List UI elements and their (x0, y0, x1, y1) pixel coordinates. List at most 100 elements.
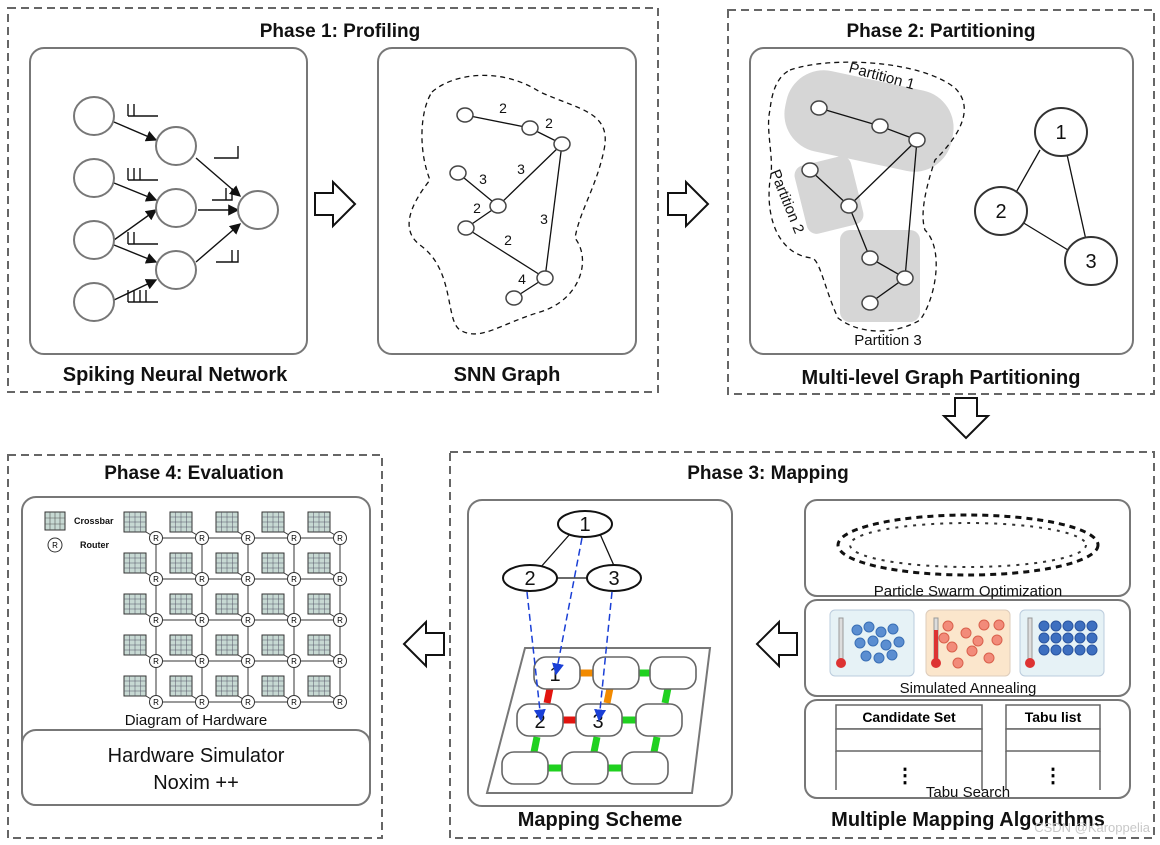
crossbar-tile (215, 634, 249, 662)
snn-caption: Spiking Neural Network (63, 364, 288, 386)
candidate-set-header: Candidate Set (862, 709, 956, 725)
graph-node (457, 220, 475, 236)
core-tile (621, 751, 669, 785)
router-letter: R (337, 534, 343, 543)
graph-node (871, 118, 889, 134)
graph-node (801, 162, 819, 178)
watermark: CSDN @Karoppelia (1034, 820, 1151, 835)
core-label: 3 (592, 711, 603, 733)
task-node (586, 564, 642, 592)
edge-weights: 2 2 3 3 2 3 2 4 (473, 100, 553, 287)
coarse-node-label: 2 (995, 201, 1006, 223)
phase-1-panel: Phase 1: Profiling (7, 7, 659, 393)
coarse-graph: 1 2 3 (974, 107, 1118, 286)
router-letter: R (291, 657, 297, 666)
graph-node (810, 100, 828, 116)
router-letter: R (291, 616, 297, 625)
swarm-icon (836, 513, 1100, 577)
router-node: R (149, 613, 163, 627)
core-label: 1 (549, 664, 560, 686)
router-node: R (333, 695, 347, 709)
edge-weight: 2 (473, 200, 481, 216)
mapping-scheme-caption: Mapping Scheme (518, 809, 682, 831)
router-letter: R (245, 534, 251, 543)
task-node-label: 3 (608, 568, 619, 590)
core-tile (649, 656, 697, 690)
neuron (155, 126, 197, 166)
neuron (155, 188, 197, 228)
phase-3-title: Phase 3: Mapping (687, 463, 849, 484)
router-node: R (195, 531, 209, 545)
phase-2-title: Phase 2: Partitioning (847, 21, 1036, 42)
graph-node (896, 270, 914, 286)
graph-node (553, 136, 571, 152)
graph-node (536, 270, 554, 286)
router-node: R (195, 613, 209, 627)
router-letter: R (199, 698, 205, 707)
snn-graph-nodes (449, 107, 571, 306)
router-letter: R (199, 534, 205, 543)
router-letter: R (153, 698, 159, 707)
noc-cores (501, 656, 697, 785)
crossbar-tile (215, 552, 249, 580)
flow-arrow-right (314, 179, 357, 229)
edge-weight: 3 (517, 161, 525, 177)
phase-4-title: Phase 4: Evaluation (104, 463, 284, 484)
router-letter: R (199, 616, 205, 625)
router-letter: R (153, 616, 159, 625)
neuron (73, 220, 115, 260)
router-letter: R (245, 698, 251, 707)
mapping-algorithms-caption: Multiple Mapping Algorithms (831, 809, 1105, 831)
partition-boundary (767, 61, 965, 332)
candidate-set-table (835, 704, 983, 790)
core-label: 2 (534, 711, 545, 733)
router-letter: R (291, 534, 297, 543)
snn-graph-box (377, 47, 637, 355)
router-letter: R (337, 575, 343, 584)
crossbar-tile (261, 593, 295, 621)
crossbar-tile (123, 593, 157, 621)
core-tile (635, 703, 683, 737)
router-letter: R (291, 575, 297, 584)
crossbar-legend-icon (44, 511, 66, 531)
task-node-label: 2 (524, 568, 535, 590)
router-node: R (241, 572, 255, 586)
graph-node (908, 132, 926, 148)
edge-weight: 3 (540, 211, 548, 227)
pso-label: Particle Swarm Optimization (874, 583, 1062, 600)
task-node-label: 1 (579, 514, 590, 536)
edge-weight: 3 (479, 171, 487, 187)
mapping-arrows (526, 537, 613, 722)
phase-3-panel: Phase 3: Mapping 1 2 3 (449, 451, 1155, 839)
ts-label: Tabu Search (926, 784, 1010, 801)
coarse-node (1064, 236, 1118, 286)
graph-node (449, 165, 467, 181)
core-tile (501, 751, 549, 785)
graph-node (861, 250, 879, 266)
crossbar-tile (169, 675, 203, 703)
neuron (73, 282, 115, 322)
coarse-node-label: 1 (1055, 122, 1066, 144)
router-node: R (149, 654, 163, 668)
crossbar-legend-label: Crossbar (74, 516, 114, 526)
candidate-set-ellipsis: ⋮ (895, 765, 915, 787)
pso-box (804, 499, 1131, 597)
router-legend-icon (47, 537, 63, 553)
annealing-illustration (829, 609, 1105, 677)
router-node: R (195, 572, 209, 586)
crossbar-tile (123, 675, 157, 703)
router-node: R (149, 572, 163, 586)
router-legend-letter: R (52, 541, 58, 550)
router-letter: R (199, 575, 205, 584)
router-node: R (287, 654, 301, 668)
crossbar-tile (307, 675, 341, 703)
router-letter: R (153, 575, 159, 584)
router-letter: R (337, 698, 343, 707)
router-node: R (195, 695, 209, 709)
flow-arrow-down (941, 397, 991, 440)
router-node: R (333, 613, 347, 627)
crossbar-tile (261, 675, 295, 703)
graph-node (521, 120, 539, 136)
